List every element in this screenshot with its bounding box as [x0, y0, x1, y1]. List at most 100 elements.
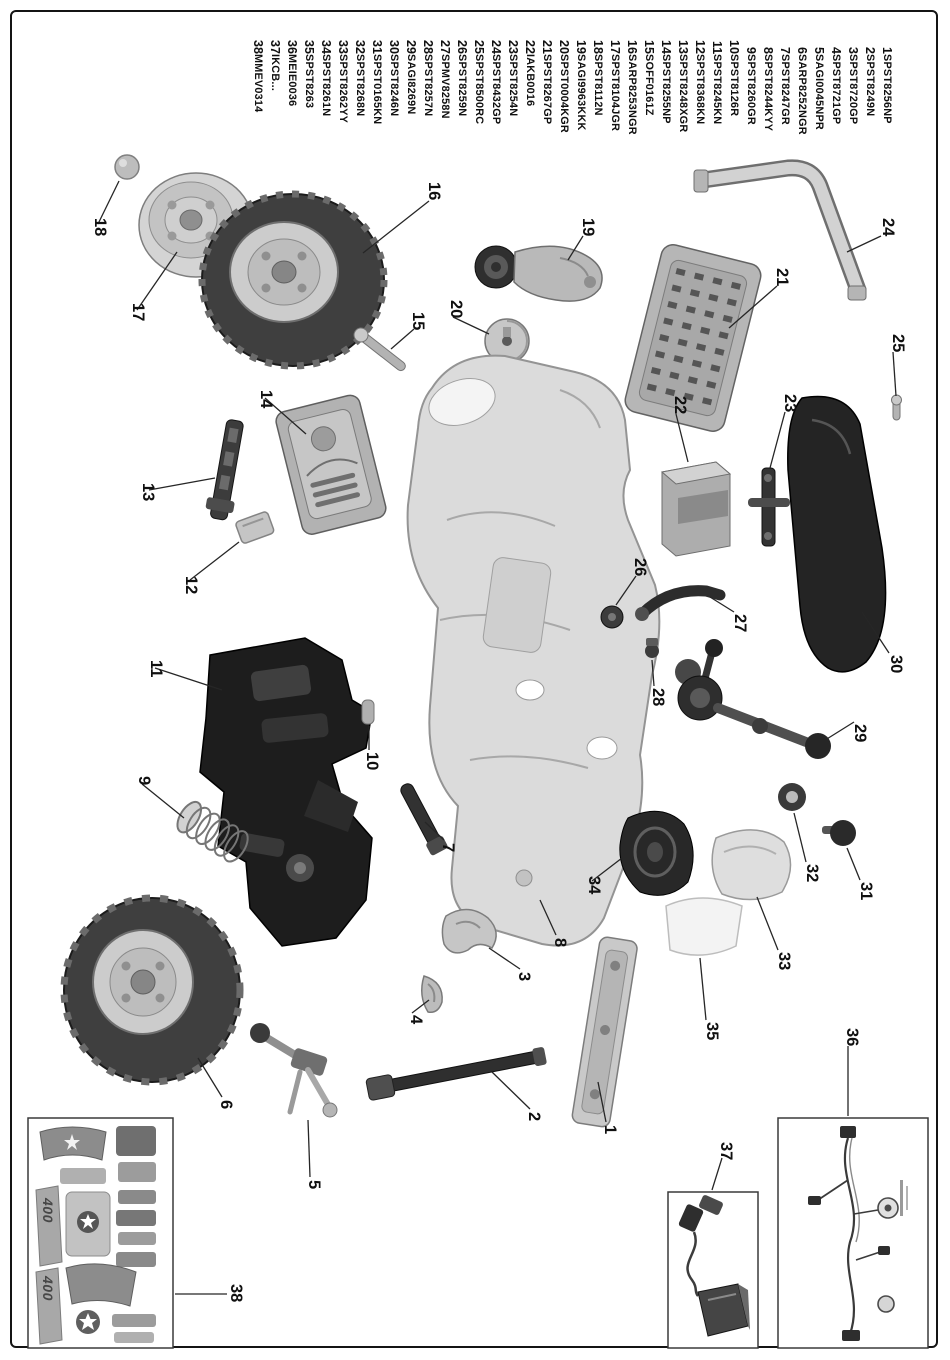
part-code: SPST8500RC [473, 54, 485, 125]
leader-line-29 [821, 721, 855, 743]
part-5-shifter [250, 1023, 338, 1118]
parts-list-item: 19SAGI9963KKK [573, 28, 590, 135]
part-number: 17 [608, 40, 622, 54]
parts-list-item: 28SPST8257N [420, 28, 437, 135]
parts-list-item: 24SPST8432GP [488, 28, 505, 135]
part-number: 29 [404, 40, 418, 54]
parts-list-item: 36MEIE0036 [284, 28, 301, 135]
leader-line-11 [154, 667, 223, 691]
decal-sheet-graphics [35, 1126, 156, 1345]
parts-list-item: 14SPST8255NP [658, 28, 675, 135]
leader-line-16 [362, 200, 430, 254]
leader-line-8 [539, 899, 557, 936]
part-number: 6 [795, 47, 809, 54]
part-number: 21 [540, 40, 554, 54]
parts-list-item: 37IKCB... [267, 28, 284, 135]
charger-graphics [678, 1195, 750, 1337]
part-number: 13 [676, 40, 690, 54]
part-3-bracket [441, 908, 497, 954]
part-17-wheel-rim [138, 172, 254, 278]
part-15-axle-pin [353, 327, 406, 372]
part-number: 1 [880, 47, 894, 54]
parts-list-item: 38MMEV0314 [250, 28, 267, 135]
parts-list-item: 8SPST8244KYY [760, 28, 777, 135]
leader-line-4 [411, 999, 430, 1014]
part-number: 15 [642, 40, 656, 54]
part-10-pin [361, 699, 375, 725]
part-code: SPST8126R [728, 54, 740, 117]
part-number: 23 [506, 40, 520, 54]
parts-list-item: 26SPST8259N [454, 28, 471, 135]
part-code: SPST8256NP [881, 54, 893, 124]
part-code: SPST8263 [303, 54, 315, 109]
part-code: SPST0165KN [371, 54, 383, 125]
part-number: 18 [591, 40, 605, 54]
part-28-bolt [645, 638, 659, 658]
parts-list-item: 29SAGI8269N [403, 28, 420, 135]
parts-list-item: 9SPST8260GR [743, 28, 760, 135]
decal-text-400: 400 [40, 1276, 56, 1301]
part-code: SPMV8258N [439, 54, 451, 119]
part-code: SPST8112N [592, 54, 604, 116]
part-code: SPST8255NP [660, 54, 672, 124]
part-number: 36 [285, 40, 299, 54]
part-number: 12 [693, 40, 707, 54]
part-7-lever [400, 783, 448, 856]
wiring-harness-graphics [808, 1126, 908, 1341]
leader-line-30 [861, 611, 890, 654]
part-code: SAGI0045NPR [813, 54, 825, 130]
part-number: 34 [319, 40, 333, 54]
part-32-ring [778, 783, 806, 811]
part-code: SPST8721GP [830, 54, 842, 125]
part-35-windshield [665, 897, 743, 956]
part-24-roll-bar [693, 159, 867, 301]
part-code: SPST8368KN [694, 54, 706, 125]
part-code: IAKB0016 [524, 54, 536, 107]
part-16-tire [198, 190, 388, 370]
part-number: 14 [659, 40, 673, 54]
parts-list-item: 33SPST8262YY [335, 28, 352, 135]
part-27-tube [635, 585, 726, 621]
part-number: 31 [370, 40, 384, 54]
part-code: SPST8249N [864, 54, 876, 117]
leader-line-24 [846, 235, 882, 253]
parts-list-item: 35SPST8263 [301, 28, 318, 135]
parts-list-item: 22IAKB0016 [522, 28, 539, 135]
parts-list-item: 16SARP8253NGR [624, 28, 641, 135]
part-code: SPST8247GR [779, 54, 791, 125]
leader-line-17 [136, 251, 178, 311]
parts-list-item: 2SPST8249N [862, 28, 879, 135]
leader-line-31 [846, 847, 861, 881]
part-code: SPST8259N [456, 54, 468, 117]
leader-line-20 [452, 316, 490, 335]
part-9-spring [176, 800, 249, 863]
parts-list-item: 6SARP8252NGR [794, 28, 811, 135]
parts-list-item: 10SPST8126R [726, 28, 743, 135]
part-code: MEIE0036 [286, 54, 298, 107]
part-number: 25 [472, 40, 486, 54]
leader-line-22 [675, 413, 689, 463]
part-number: 5 [812, 47, 826, 54]
parts-list-item: 7SPST8247GR [777, 28, 794, 135]
part-12-spacer [235, 511, 275, 544]
leader-line-21 [728, 285, 778, 329]
part-14-grille-panel [275, 394, 387, 535]
part-number: 35 [302, 40, 316, 54]
part-number: 30 [387, 40, 401, 54]
parts-list-item: 20SPST0004KGR [556, 28, 573, 135]
part-code: IKCB... [269, 54, 281, 92]
part-number: 9 [744, 47, 758, 54]
parts-list-item: 11SPST8245KN [709, 28, 726, 135]
part-number: 19 [574, 40, 588, 54]
part-body-shell [406, 354, 661, 947]
leader-line-14 [264, 397, 307, 435]
parts-list-item: 23SPST8254N [505, 28, 522, 135]
part-30-fender [787, 395, 887, 673]
part-code: SPST8254N [507, 54, 519, 117]
parts-list-item: 30SPST8246N [386, 28, 403, 135]
part-number: 20 [557, 40, 571, 54]
part-number: 38 [251, 40, 265, 54]
part-6-wheel [60, 894, 244, 1086]
leader-line-9 [141, 783, 185, 819]
part-number: 27 [438, 40, 452, 54]
